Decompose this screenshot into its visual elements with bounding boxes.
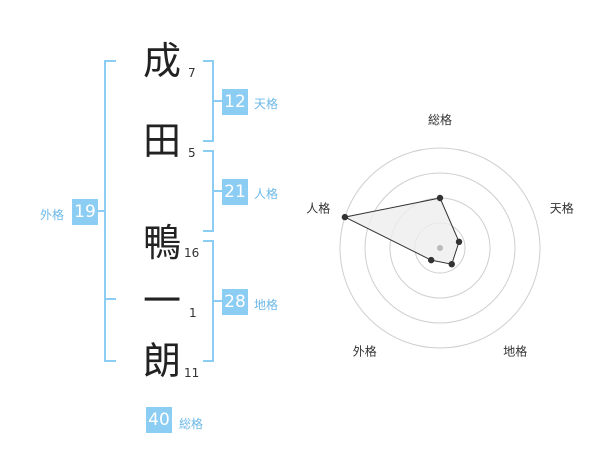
radar-point-0 — [436, 194, 444, 202]
stroke-count-5: 11 — [184, 366, 200, 380]
stroke-count-1: 7 — [188, 66, 196, 80]
gaikaku-connector — [97, 210, 105, 212]
name-char-5: 朗 — [143, 339, 182, 383]
stroke-count-4: 1 — [189, 306, 197, 320]
gaikaku-value: 19 — [72, 199, 98, 225]
soukaku-label: 総格 — [179, 417, 204, 431]
radar-ring-4 — [339, 147, 541, 349]
tenkaku-bracket — [203, 60, 214, 142]
chikaku-connector — [214, 300, 222, 302]
radar-axis-label-2: 地格 — [503, 344, 527, 359]
chikaku-bracket — [203, 240, 214, 362]
soukaku-value: 40 — [146, 407, 172, 433]
radar-point-3 — [427, 256, 435, 264]
radar-point-2 — [448, 260, 455, 268]
tenkaku-connector — [214, 100, 222, 102]
name-char-2: 田 — [143, 119, 182, 163]
name-char-4: 一 — [143, 279, 182, 323]
stroke-count-3: 16 — [184, 246, 200, 260]
radar-center — [437, 245, 443, 251]
tenkaku-label: 天格 — [254, 97, 279, 111]
jinkaku-connector — [214, 190, 222, 192]
jinkaku-bracket — [203, 150, 214, 232]
radar-point-1 — [455, 238, 463, 246]
chikaku-value: 28 — [222, 289, 248, 315]
radar-axis-label-0: 総格 — [428, 112, 452, 127]
radar-point-4 — [341, 213, 349, 221]
jinkaku-label: 人格 — [254, 187, 279, 201]
gaikaku-bracket — [104, 60, 116, 362]
stroke-count-2: 5 — [188, 146, 196, 160]
name-char-1: 成 — [143, 39, 182, 83]
radar-ring-3 — [364, 172, 516, 324]
radar-axis-label-1: 天格 — [550, 200, 574, 215]
tenkaku-value: 12 — [222, 89, 248, 115]
gaikaku-label: 外格 — [40, 208, 65, 222]
chikaku-label: 地格 — [254, 298, 279, 312]
jinkaku-value: 21 — [222, 179, 248, 205]
gaikaku-divider — [104, 298, 116, 300]
radar-shape — [343, 197, 460, 265]
name-char-3: 鴨 — [143, 221, 182, 265]
radar-axis-label-4: 人格 — [306, 200, 330, 215]
radar-axis-label-3: 外格 — [353, 344, 377, 359]
